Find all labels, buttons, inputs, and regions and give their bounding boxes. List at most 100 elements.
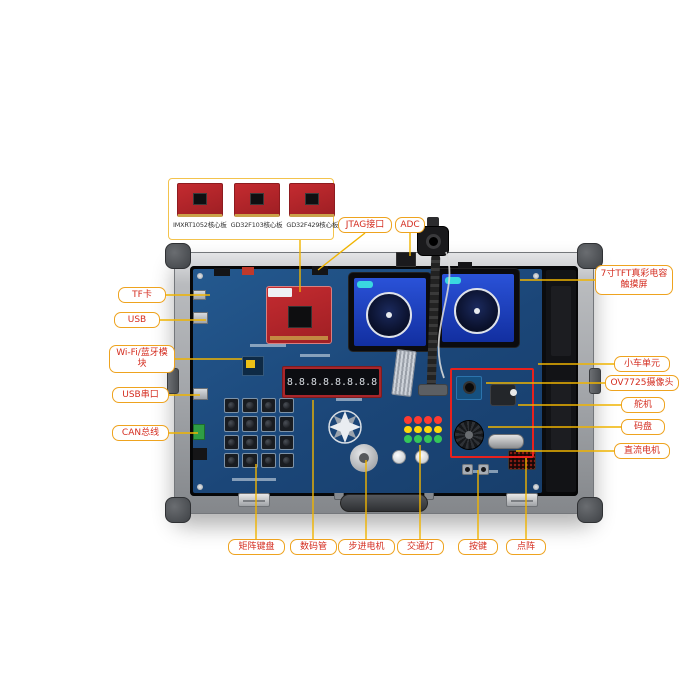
- board-connector: [214, 268, 230, 276]
- core-board-caption: IMXRT1052核心板: [173, 221, 227, 229]
- dot-matrix-display: [508, 450, 536, 470]
- case-corner-guard: [165, 243, 191, 269]
- gauge-hub: [386, 312, 392, 318]
- jtag-connector: [312, 266, 328, 275]
- round-button: [392, 450, 406, 464]
- keypad-key: [278, 434, 294, 450]
- chip-icon: [305, 193, 320, 205]
- callout-jtag: JTAG接口: [338, 217, 392, 233]
- screen-button: [357, 281, 373, 288]
- case-corner-guard: [165, 497, 191, 523]
- mcu-chip: [288, 306, 312, 328]
- keypad-key: [278, 452, 294, 468]
- core-board-photo: [289, 183, 336, 217]
- keypad-key: [224, 416, 240, 432]
- core-board-caption: GD32F429核心板: [286, 221, 339, 229]
- green-led: [434, 435, 442, 443]
- dc-jack: [193, 448, 207, 460]
- camera-mount-knob: [427, 217, 439, 227]
- keypad-key: [242, 398, 258, 414]
- callout-can-bus: CAN总线: [112, 425, 169, 441]
- round-button: [415, 450, 429, 464]
- case-corner-guard: [577, 497, 603, 523]
- camera-module-lens: [463, 381, 476, 394]
- callout-stepper-motor: 步进电机: [338, 539, 395, 555]
- callout-matrix-keyboard: 矩阵键盘: [228, 539, 285, 555]
- push-button: [478, 464, 489, 475]
- keypad-key: [224, 398, 240, 414]
- callout-adc: ADC: [395, 217, 425, 233]
- case-handle: [340, 494, 428, 512]
- callout-push-buttons: 按键: [458, 539, 498, 555]
- board-connector: [458, 262, 472, 270]
- header-strip: [270, 336, 328, 340]
- wifi-antenna-chip: [246, 360, 255, 368]
- adc-module: [396, 252, 416, 267]
- label-sticker: [268, 288, 292, 297]
- red-led: [414, 416, 422, 424]
- dc-motor: [488, 434, 524, 449]
- keypad-key: [260, 398, 276, 414]
- callout-digital-tube: 数码管: [290, 539, 337, 555]
- chip-icon: [249, 193, 264, 205]
- keypad-key: [224, 452, 240, 468]
- foam-slot: [551, 286, 571, 356]
- seven-segment-display: 8.8.8.8.8.8.8.8: [285, 369, 379, 395]
- silkscreen-mark: [232, 478, 276, 481]
- can-terminal: [193, 424, 205, 440]
- pcb-screw: [533, 484, 539, 490]
- yellow-led: [404, 425, 412, 434]
- callout-traffic-light: 交通灯: [397, 539, 444, 555]
- callout-encoder-disk: 码盘: [621, 419, 665, 435]
- core-board-caption: GD32F103核心板: [230, 221, 283, 229]
- screen-button: [445, 277, 461, 284]
- traffic-light-module: [404, 416, 442, 443]
- push-button: [462, 464, 473, 475]
- silkscreen-mark: [336, 398, 362, 401]
- callout-servo: 舵机: [621, 397, 665, 413]
- car-unit-outline: [450, 368, 534, 458]
- camera-lens-icon: [426, 234, 441, 249]
- pcb-screw: [533, 273, 539, 279]
- usb-port: [193, 312, 208, 324]
- matrix-keypad: [224, 398, 294, 468]
- power-switch: [242, 267, 254, 275]
- silkscreen-mark: [300, 354, 330, 357]
- servo-horn: [510, 389, 517, 396]
- camera-stand-base: [418, 384, 448, 396]
- callout-usb-serial: USB串口: [112, 387, 169, 403]
- keypad-key: [260, 434, 276, 450]
- case-latch: [506, 493, 538, 507]
- green-led: [424, 435, 432, 443]
- keypad-key: [242, 434, 258, 450]
- case-corner-guard: [577, 243, 603, 269]
- keypad-key: [242, 452, 258, 468]
- red-led: [404, 416, 412, 424]
- callout-wifi-bluetooth: Wi-Fi/蓝牙模块: [109, 345, 175, 373]
- callout-dc-motor: 直流电机: [614, 443, 670, 459]
- callout-tft-screen: 7寸TFT真彩电容触摸屏: [595, 265, 673, 295]
- red-led: [424, 416, 432, 424]
- keypad-key: [278, 416, 294, 432]
- encoder-hub: [465, 431, 473, 439]
- red-led: [434, 416, 442, 424]
- callout-car-unit: 小车单元: [614, 356, 670, 372]
- callout-usb: USB: [114, 312, 160, 328]
- case-latch: [238, 493, 270, 507]
- yellow-led: [424, 425, 432, 434]
- core-board-item: GD32F429核心板: [286, 183, 338, 235]
- yellow-led: [434, 425, 442, 434]
- yellow-led: [414, 425, 422, 434]
- green-led: [404, 435, 412, 443]
- pcb-screw: [197, 273, 203, 279]
- green-led: [414, 435, 422, 443]
- callout-tf-card: TF卡: [118, 287, 166, 303]
- callout-ov7725-camera: OV7725摄像头: [605, 375, 679, 391]
- silkscreen-mark: [250, 344, 286, 347]
- pcb-screw: [197, 484, 203, 490]
- usb-serial-port: [193, 388, 208, 400]
- case-side-guard: [589, 368, 601, 394]
- callout-dot-matrix: 点阵: [506, 539, 546, 555]
- foam-slot: [551, 380, 571, 450]
